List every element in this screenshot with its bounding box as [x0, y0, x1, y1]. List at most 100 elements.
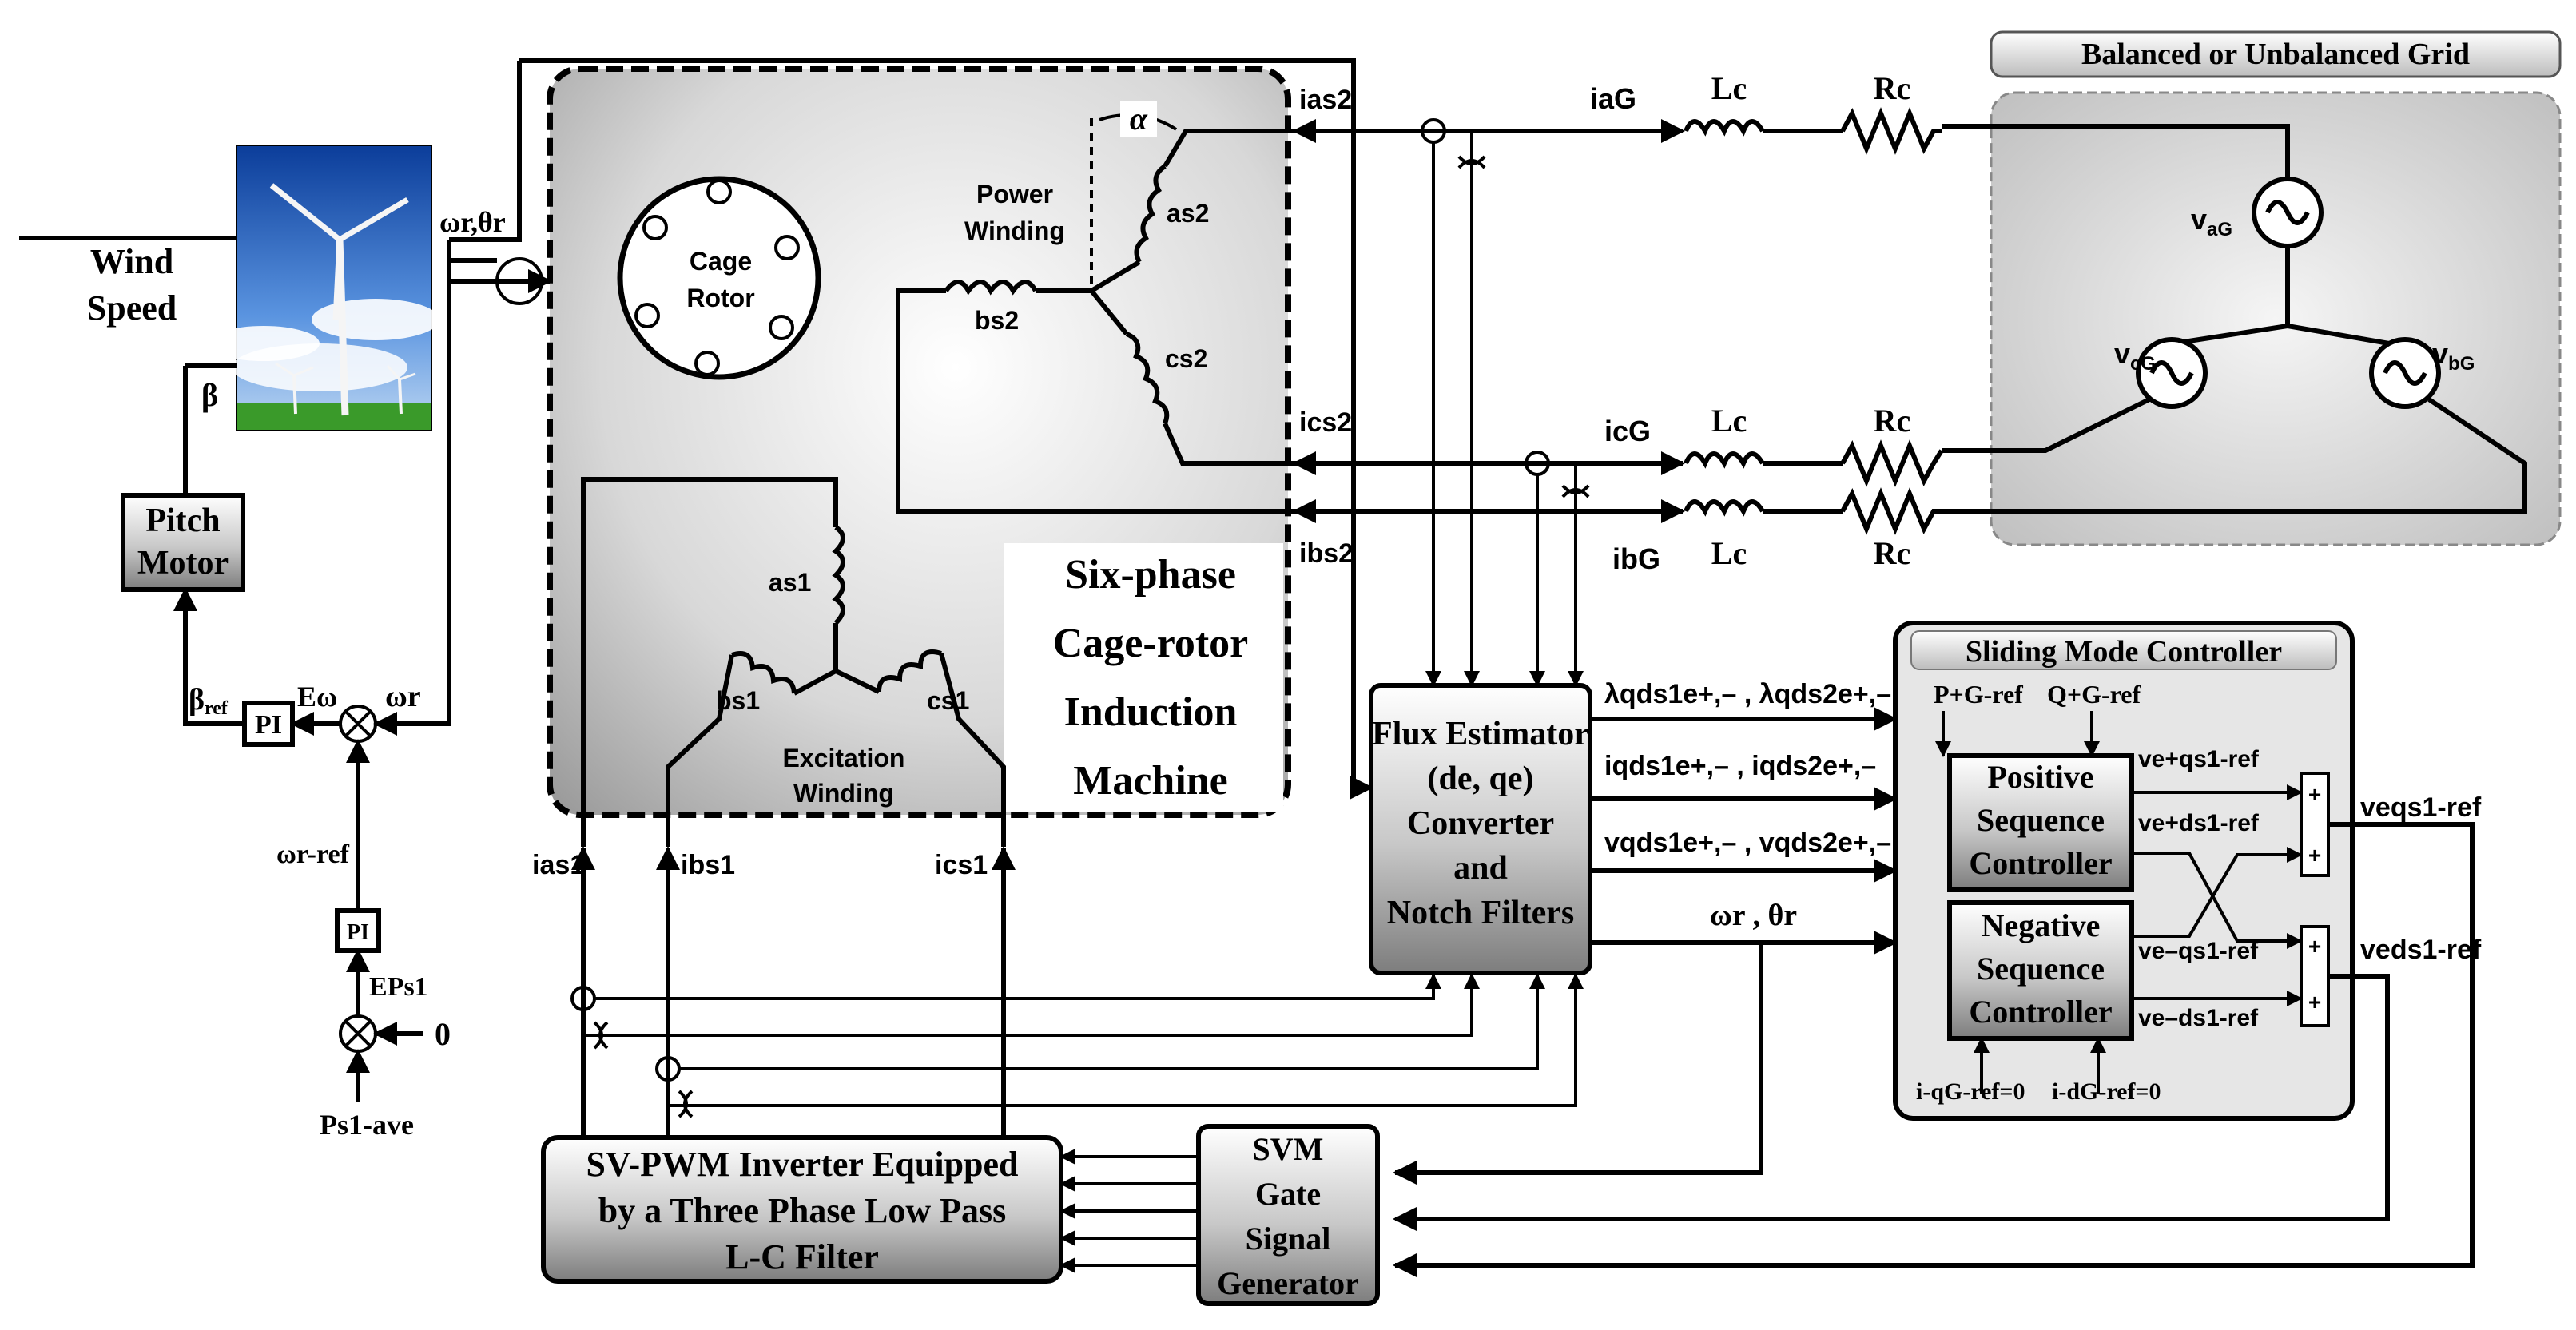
negative-line-2: Sequence [1977, 951, 2105, 987]
label-vcg: vcG [2114, 337, 2156, 375]
out-q-label: veqs1-ref [2360, 792, 2482, 823]
negative-line-1: Negative [1982, 907, 2101, 943]
coil-bs1: bs1 [716, 686, 760, 715]
svm-line-3: Signal [1246, 1221, 1331, 1257]
label-vag: vaG [2191, 203, 2232, 240]
machine-title-box [1004, 543, 1283, 812]
vqs1-pos: ve+qs1-ref [2138, 746, 2260, 772]
positive-line-3: Controller [1969, 845, 2112, 881]
positive-seq-box [1947, 753, 2134, 892]
smc-title: Sliding Mode Controller [1966, 635, 2282, 669]
rc-b: Rc [1874, 535, 1911, 571]
svm-line-2: Gate [1255, 1176, 1321, 1212]
e-omega-label: Eω [297, 681, 337, 713]
grid-block: Balanced or Unbalanced Grid vaG vcG vbG [1942, 30, 2562, 546]
grid-title-bar [1990, 30, 2562, 78]
omega-theta-label: ωr,θr [439, 206, 506, 238]
e-ps1-label: EPs1 [369, 972, 428, 1002]
power-winding-label-2: Winding [964, 216, 1065, 245]
flux-line-1: Flux Estimator [1372, 716, 1589, 752]
coil-bs2: bs2 [975, 306, 1019, 335]
source-c [2136, 337, 2208, 409]
flux-line-3: Converter [1407, 805, 1554, 842]
sum-q-plus-1: + [2308, 782, 2321, 807]
flux-estimator-box [1369, 683, 1592, 975]
vds1-neg: ve–ds1-ref [2138, 1005, 2259, 1031]
signal-omega-theta: ωr , θr [1710, 899, 1797, 932]
wind-turbine-image [208, 145, 439, 431]
inverter-line-1: SV-PWM Inverter Equipped [586, 1145, 1018, 1184]
signal-current: iqds1e+,– , iqds2e+,– [1604, 751, 1876, 781]
q-ref-label: Q+G-ref [2047, 680, 2141, 709]
machine-title-3: Induction [1064, 689, 1238, 735]
flux-line-5: Notch Filters [1387, 895, 1574, 931]
label-ibs1: ibs1 [681, 850, 735, 880]
id-ref-label: i-dG-ref=0 [2052, 1078, 2161, 1105]
coil-cs2: cs2 [1165, 344, 1207, 373]
svm-line-1: SVM [1253, 1131, 1324, 1167]
excitation-winding-label-1: Excitation [783, 744, 905, 772]
negative-seq-box [1947, 900, 2134, 1041]
machine-title-1: Six-phase [1065, 552, 1236, 598]
rc-a: Rc [1874, 70, 1911, 106]
flux-line-4: and [1453, 850, 1508, 887]
pitch-label-1: Pitch [145, 502, 220, 539]
source-a [2252, 177, 2324, 248]
zero-label: 0 [435, 1016, 451, 1052]
lc-b: Lc [1711, 535, 1747, 571]
negative-line-3: Controller [1969, 994, 2112, 1030]
label-ias1: ias1 [532, 850, 585, 880]
label-ibg: ibG [1612, 542, 1660, 575]
signal-lambda: λqds1e+,– , λqds2e+,– [1604, 679, 1891, 709]
cage-rotor [617, 176, 821, 380]
pitch-label-2: Motor [137, 545, 229, 582]
grid-title: Balanced or Unbalanced Grid [2081, 38, 2470, 71]
line-b [1292, 487, 1942, 535]
line-a [1292, 107, 1942, 155]
power-winding-label-1: Power [976, 180, 1053, 208]
label-ics2: ics2 [1299, 407, 1352, 438]
inverter-line-3: L-C Filter [725, 1237, 879, 1276]
sum-d-plus-2: + [2308, 990, 2321, 1014]
lc-a: Lc [1711, 70, 1747, 106]
coil-as2: as2 [1167, 199, 1209, 228]
beta-ref-label: βref [189, 683, 229, 719]
pi-top-box [242, 701, 295, 747]
machine-title-2: Cage-rotor [1053, 621, 1249, 666]
source-b [2369, 337, 2441, 409]
label-iag: iaG [1590, 82, 1636, 115]
alpha-label: α [1130, 101, 1148, 137]
signal-voltage: vqds1e+,– , vqds2e+,– [1604, 828, 1891, 858]
beta-label: β [201, 377, 218, 413]
label-vbg: vbG [2432, 337, 2475, 375]
svm-box [1196, 1124, 1380, 1306]
vds1-pos: ve+ds1-ref [2138, 810, 2260, 836]
p-ref-label: P+G-ref [1934, 680, 2023, 709]
omega-r-label: ωr [385, 680, 421, 713]
sum-d-plus-1: + [2308, 934, 2321, 959]
positive-line-1: Positive [1987, 759, 2093, 795]
label-ics1: ics1 [935, 850, 988, 880]
cage-rotor-label-1: Cage [690, 247, 752, 276]
positive-line-2: Sequence [1977, 802, 2105, 838]
machine-title-4: Machine [1073, 758, 1228, 804]
sum-q-plus-2: + [2308, 843, 2321, 867]
omega-ref-label: ωr-ref [276, 840, 350, 869]
line-c [1292, 439, 1944, 487]
smc-title-bar [1910, 630, 2337, 670]
grid-panel [1990, 91, 2562, 546]
coil-as1: as1 [769, 568, 811, 597]
rc-c: Rc [1874, 403, 1911, 439]
coil-cs1: cs1 [927, 686, 969, 715]
iq-ref-label: i-qG-ref=0 [1916, 1078, 2025, 1105]
wind-label-1: Wind [90, 242, 173, 281]
pi-bottom-label: PI [347, 920, 369, 945]
excitation-winding-label-2: Winding [793, 779, 894, 808]
out-d-label: veds1-ref [2360, 935, 2482, 965]
pi-top-label: PI [255, 710, 282, 740]
svm-line-4: Generator [1217, 1265, 1359, 1301]
inverter-line-2: by a Three Phase Low Pass [598, 1191, 1007, 1230]
label-ias2: ias2 [1299, 85, 1352, 115]
ps1-ave-label: Ps1-ave [320, 1109, 414, 1141]
